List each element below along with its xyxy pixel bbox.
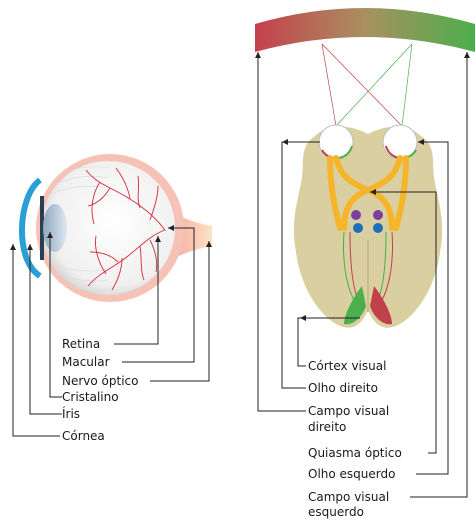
- label-visual-cortex: Córtex visual: [308, 359, 386, 373]
- label-iris: Íris: [62, 407, 80, 421]
- visual-field-arc: [255, 8, 475, 52]
- label-left-visual-field-line2: esquerdo: [308, 505, 364, 519]
- lgn-right-blue: [373, 223, 383, 233]
- label-cornea: Córnea: [62, 429, 105, 443]
- label-retina: Retina: [62, 337, 100, 351]
- label-optic-nerve: Nervo óptico: [62, 374, 139, 388]
- label-right-visual-field-line1: Campo visual: [308, 404, 389, 418]
- label-macular: Macular: [62, 355, 110, 369]
- label-optic-chiasm: Quiasma óptico: [308, 446, 402, 460]
- label-left-eye: Olho esquerdo: [308, 467, 395, 481]
- label-right-visual-field-line2: direito: [308, 420, 346, 434]
- label-left-visual-field-line1: Campo visual: [308, 490, 389, 504]
- lens-shape: [43, 204, 67, 252]
- field-projection-lines: [322, 44, 412, 126]
- lgn-left-blue: [353, 223, 363, 233]
- label-lens: Cristalino: [62, 390, 119, 404]
- lgn-right-purple: [373, 210, 383, 220]
- label-right-eye: Olho direito: [308, 381, 378, 395]
- lgn-left-purple: [351, 210, 361, 220]
